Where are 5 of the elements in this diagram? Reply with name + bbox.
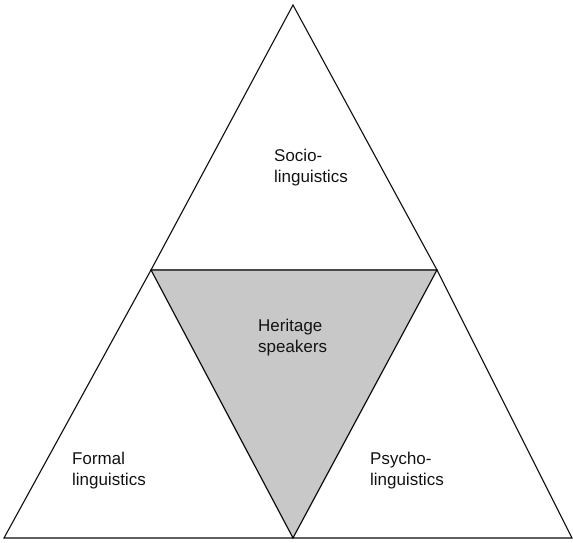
region-label: Formal linguistics	[72, 448, 147, 490]
region-label: Heritage speakers	[258, 315, 328, 357]
region-label: Psycho- linguistics	[370, 448, 445, 490]
triangle-region	[151, 5, 437, 270]
region-label: Socio- linguistics	[274, 145, 349, 187]
